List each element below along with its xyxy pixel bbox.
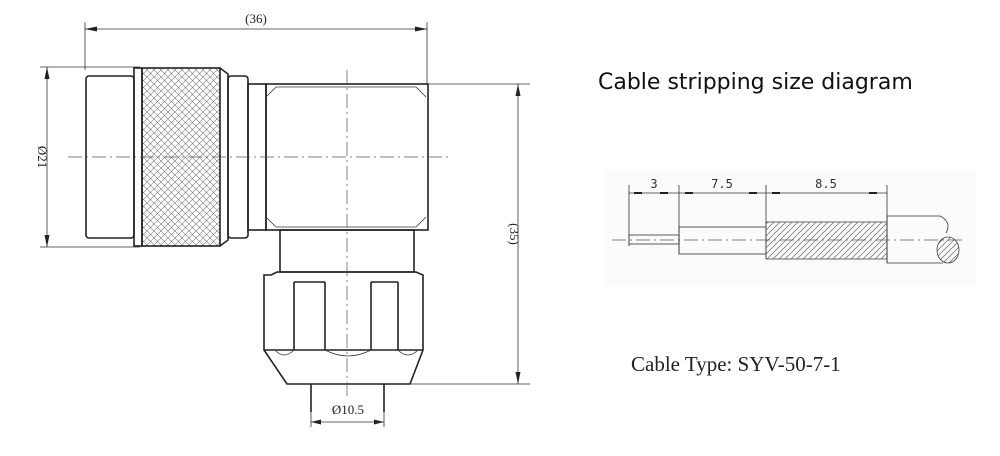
diameter-dimension: Ø21 xyxy=(35,66,140,248)
dim-label-braid: 8.5 xyxy=(815,177,837,191)
length-dimension: (36) xyxy=(84,11,428,85)
height-dimension: (35) xyxy=(410,83,530,385)
stripping-diagram: 3 7.5 8.5 xyxy=(604,170,976,286)
length-label: (36) xyxy=(245,11,267,26)
pin-diameter-dimension: Ø10.5 xyxy=(310,402,385,427)
height-label: (35) xyxy=(507,223,522,245)
dim-label-conductor: 3 xyxy=(650,177,657,191)
connector-body xyxy=(85,67,429,412)
stripping-diagram-title: Cable stripping size diagram xyxy=(598,70,913,95)
cable-type-label: Cable Type: SYV-50-7-1 xyxy=(631,352,841,376)
pin-diameter-label: Ø10.5 xyxy=(332,402,364,417)
dim-label-dielectric: 7.5 xyxy=(711,177,733,191)
diameter-label: Ø21 xyxy=(35,146,50,168)
